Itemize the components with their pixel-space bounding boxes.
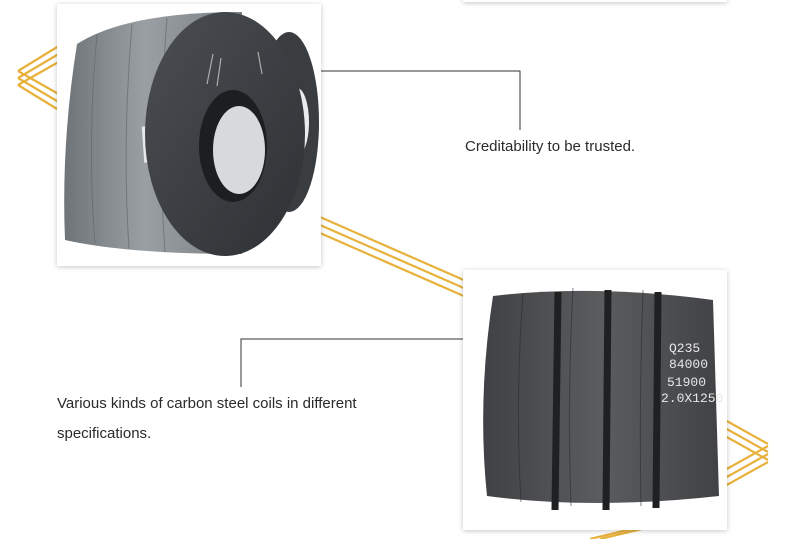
caption-creditability: Creditability to be trusted. — [465, 138, 636, 155]
coil-marking-line2: 84000 — [669, 357, 708, 372]
steel-coil-image-card — [57, 4, 321, 266]
steel-coil-photo — [57, 4, 321, 266]
strapped-steel-coil-image-card: Q235 84000 51900 2.0X1250 — [463, 270, 727, 530]
caption-carbon-steel-coils: Various kinds of carbon steel coils in d… — [57, 395, 357, 442]
coil-marking-line1: Q235 — [669, 341, 700, 356]
strapped-steel-coil-photo: Q235 84000 51900 2.0X1250 — [463, 270, 727, 530]
previous-image-card — [463, 0, 727, 2]
coil-marking-line4: 2.0X1250 — [661, 391, 723, 406]
coil-marking-line3: 51900 — [667, 375, 706, 390]
